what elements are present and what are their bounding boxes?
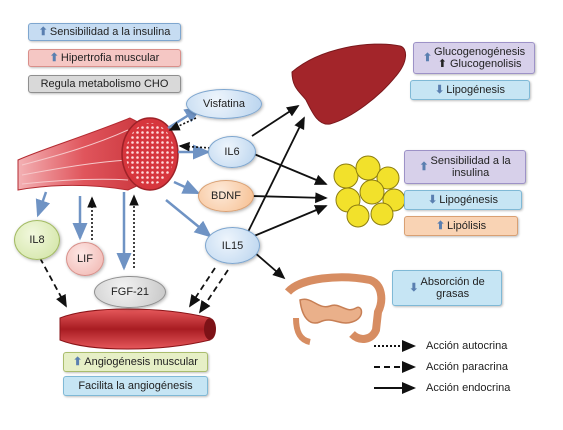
liver-illustration — [291, 43, 406, 125]
box-glucogenogenesis: ⬆ Glucogenogénesis ⬆ Glucogenolisis — [413, 42, 535, 74]
muscle-illustration — [17, 117, 179, 191]
up-arrow-icon: ⬆ — [422, 52, 433, 64]
down-arrow-icon: ⬇ — [428, 194, 438, 206]
legend-autocrine: Acción autocrina — [426, 340, 508, 352]
endocrine-arrows — [247, 105, 328, 280]
node-lif: LIF — [66, 242, 104, 276]
box-fat-insulin-sensitivity: ⬆ Sensibilidad a la insulina — [404, 150, 526, 184]
down-arrow-icon: ⬇ — [435, 84, 445, 96]
box-muscle-angiogenesis: ⬆ Angiogénesis muscular — [63, 352, 208, 372]
up-arrow-icon: ⬆ — [49, 52, 59, 64]
legend-endocrine: Acción endocrina — [426, 382, 511, 394]
box-liver-lipogenesis: ⬇ Lipogénesis — [410, 80, 530, 100]
node-il15: IL15 — [205, 227, 260, 264]
box-fat-lipolysis: ⬆ Lipólisis — [404, 216, 518, 236]
intestine-illustration — [284, 273, 386, 345]
autocrine-arrows — [87, 117, 211, 268]
box-fat-absorption: ⬇ Absorción de grasas — [392, 270, 502, 306]
box-facilitates-angiogenesis: Facilita la angiogénesis — [63, 376, 208, 396]
box-insulin-sensitivity: ⬆ Sensibilidad a la insulina — [28, 23, 181, 41]
down-arrow-icon: ⬇ — [409, 282, 419, 294]
up-arrow-icon: ⬆ — [419, 161, 429, 173]
node-il8: IL8 — [14, 220, 60, 260]
box-fat-lipogenesis: ⬇ Lipogénesis — [404, 190, 522, 210]
legend-lines — [374, 340, 416, 394]
box-cho-metabolism: Regula metabolismo CHO — [28, 75, 181, 93]
node-il6: IL6 — [208, 136, 256, 168]
node-visfatina: Visfatina — [186, 89, 262, 119]
paracrine-arrows — [39, 257, 229, 314]
up-arrow-icon: ⬆ — [435, 220, 446, 232]
adipocytes-illustration — [333, 155, 406, 228]
node-bdnf: BDNF — [198, 180, 254, 212]
node-fgf21: FGF-21 — [94, 276, 166, 308]
blood-vessel-illustration — [59, 308, 216, 350]
legend-paracrine: Acción paracrina — [426, 361, 508, 373]
up-arrow-icon: ⬆ — [38, 26, 48, 38]
box-muscle-hypertrophy: ⬆ Hipertrofia muscular — [28, 49, 181, 67]
up-arrow-icon: ⬆ — [73, 356, 83, 368]
